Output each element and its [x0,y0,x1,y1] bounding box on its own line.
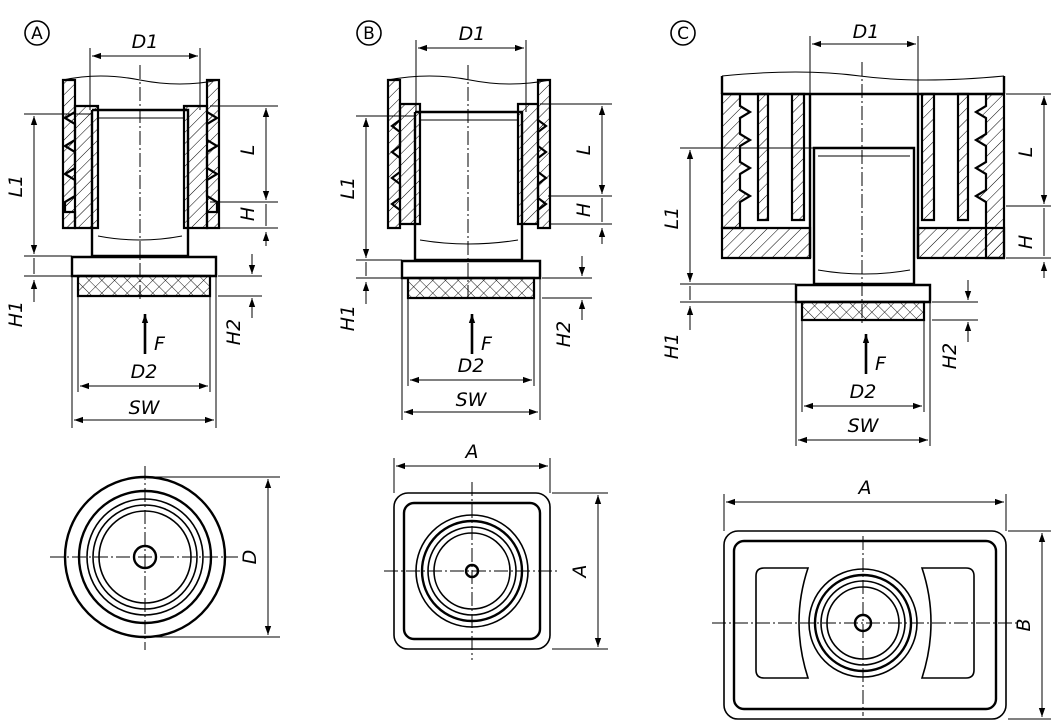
svg-text:F: F [875,353,887,375]
svg-text:D2: D2 [850,381,877,403]
dim-a-top-c: A [723,477,1007,531]
svg-text:B: B [363,24,375,44]
dim-d1-b: D1 [415,23,527,112]
svg-text:C: C [677,24,689,44]
dim-d-a: D [145,476,280,638]
dim-b-c: B [1008,530,1051,720]
dim-l-c: L [1006,93,1051,207]
svg-text:H2: H2 [939,343,961,369]
dim-l1-b: L1 [337,115,415,261]
svg-text:H1: H1 [661,333,683,359]
svg-text:L1: L1 [661,207,683,230]
svg-text:H: H [1015,235,1037,249]
svg-text:D2: D2 [131,361,158,383]
svg-text:F: F [154,333,166,355]
svg-text:H1: H1 [337,305,359,331]
svg-text:L: L [1015,147,1037,158]
dim-h1-c: H1 [661,286,796,359]
variant-a: A D1 [5,20,280,650]
dim-sw-c: SW [795,302,931,446]
dim-h1-a: H1 [5,258,72,327]
bottom-view-b [384,482,560,660]
force-arrow-b: F [468,314,493,355]
dim-h2-c: H2 [932,280,978,369]
dim-sw-a: SW [71,276,217,428]
force-arrow-c: F [862,334,887,375]
dim-a-side-b: A [552,492,608,650]
dim-h-c: H [1006,208,1051,278]
section-view-b [386,65,552,302]
dim-d1-c: D1 [809,21,919,94]
section-view-c [720,62,1006,326]
svg-text:L1: L1 [5,175,27,198]
svg-text:D1: D1 [132,31,159,53]
svg-text:L1: L1 [337,177,359,200]
dim-a-top-b: A [393,441,551,493]
svg-text:B: B [1013,618,1035,631]
force-arrow-a: F [141,314,166,355]
svg-text:D: D [239,550,261,565]
svg-text:A: A [857,477,872,499]
svg-text:H1: H1 [5,301,27,327]
dim-h1-b: H1 [337,262,402,331]
svg-text:H2: H2 [223,319,245,345]
svg-text:F: F [481,333,493,355]
dim-l-a: L [210,105,278,203]
svg-text:SW: SW [456,389,488,411]
svg-text:H2: H2 [553,321,575,347]
svg-text:SW: SW [848,415,880,437]
dim-l1-a: L1 [5,113,92,257]
svg-text:D1: D1 [459,23,486,45]
svg-text:L: L [573,145,595,156]
svg-text:L: L [237,145,259,156]
dim-h-b: H [550,198,612,244]
svg-text:A: A [31,24,43,44]
variant-c: C [661,20,1051,720]
dim-h-a: H [220,204,278,246]
svg-text:H: H [237,207,259,221]
svg-text:D2: D2 [458,355,485,377]
svg-text:A: A [464,441,479,463]
section-view-a [61,65,221,300]
variant-b: B D1 L [337,20,612,660]
variant-marker-a: A [24,20,50,46]
dim-d2-b: D2 [407,298,535,386]
dim-h2-b: H2 [542,256,592,347]
svg-text:D1: D1 [853,21,880,43]
svg-text:H: H [573,203,595,217]
bottom-view-a [50,466,238,650]
svg-text:A: A [569,565,591,580]
variant-marker-b: B [356,20,382,46]
dim-d2-c: D2 [801,320,925,412]
dim-h2-a: H2 [218,254,262,345]
dim-l1-c: L1 [661,147,814,285]
dim-d2-a: D2 [77,296,211,392]
svg-text:SW: SW [129,397,161,419]
dim-sw-b: SW [401,278,541,420]
variant-marker-c: C [670,20,696,46]
dim-d1-a: D1 [89,31,201,110]
bottom-view-c [712,530,1018,720]
dim-l-b: L [540,103,612,197]
